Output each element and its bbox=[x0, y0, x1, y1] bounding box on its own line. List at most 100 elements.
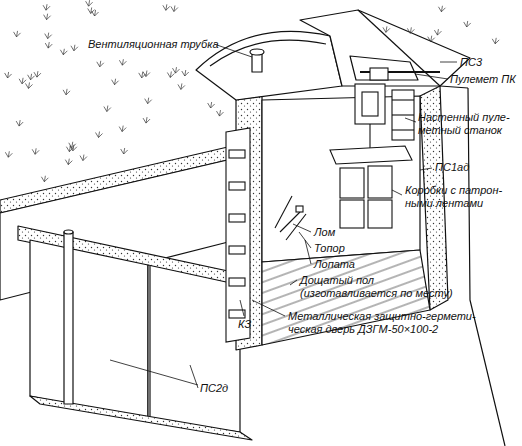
trench bbox=[149, 266, 150, 420]
machine-gun bbox=[368, 166, 392, 198]
grass-tufts bbox=[88, 7, 95, 13]
leader-line bbox=[440, 62, 457, 63]
leader-line bbox=[214, 44, 252, 57]
leader-line bbox=[290, 280, 297, 285]
bunker-body bbox=[350, 56, 418, 80]
trench bbox=[440, 86, 468, 88]
bunker-body bbox=[196, 10, 470, 350]
grass-tufts bbox=[5, 151, 12, 157]
grass-tufts bbox=[86, 0, 93, 6]
grass-tufts bbox=[143, 117, 150, 123]
grass-tufts bbox=[60, 49, 67, 55]
grass-tufts bbox=[492, 38, 499, 44]
grass-tufts bbox=[96, 132, 103, 138]
grass-tufts bbox=[464, 21, 471, 27]
leader-line bbox=[420, 168, 432, 170]
grass-tufts bbox=[5, 72, 12, 78]
grass-tufts bbox=[167, 71, 174, 77]
grass-tufts bbox=[171, 6, 178, 12]
grass-tufts bbox=[172, 67, 179, 73]
grass-tufts bbox=[16, 120, 23, 126]
machine-gun bbox=[392, 99, 414, 100]
part-label: Коробки с патрон- ными лентами bbox=[405, 184, 515, 210]
machine-gun bbox=[355, 84, 385, 124]
trench bbox=[64, 230, 73, 234]
part-label: ПС1ад bbox=[435, 161, 469, 174]
grass-tufts bbox=[19, 78, 26, 84]
leader-line bbox=[405, 118, 416, 122]
trench bbox=[30, 396, 252, 440]
machine-gun bbox=[275, 68, 440, 240]
leader-line bbox=[305, 240, 311, 264]
grass-tufts bbox=[32, 148, 39, 154]
grass-tufts bbox=[45, 33, 52, 39]
part-label: Металлическая защитно-гермети- ческая дв… bbox=[288, 310, 476, 336]
leader-line bbox=[240, 300, 244, 316]
part-label: Топор bbox=[314, 242, 345, 255]
grass-tufts bbox=[92, 10, 99, 16]
grass-tufts bbox=[119, 126, 126, 132]
grass-tufts bbox=[383, 26, 390, 32]
grass-tufts bbox=[182, 70, 189, 76]
part-label: Дощатый пол (изготавливается по месту) bbox=[300, 274, 470, 300]
machine-gun bbox=[392, 114, 414, 115]
grass-tufts bbox=[434, 29, 441, 35]
grass-tufts bbox=[28, 74, 35, 80]
part-label: ПС2д bbox=[200, 382, 228, 395]
machine-gun bbox=[369, 124, 370, 150]
machine-gun bbox=[370, 68, 388, 80]
grass-tufts bbox=[63, 89, 70, 95]
grass-tufts bbox=[41, 176, 48, 182]
grass-tufts bbox=[145, 98, 152, 104]
part-label: Пулемет ПК bbox=[450, 73, 516, 86]
machine-gun bbox=[362, 92, 378, 116]
trench bbox=[30, 240, 148, 420]
leader-line bbox=[392, 190, 402, 195]
grass-tufts bbox=[119, 59, 126, 65]
part-label: Лом bbox=[314, 226, 335, 239]
grass-tufts bbox=[80, 155, 87, 161]
trench bbox=[64, 232, 73, 404]
grass-tufts bbox=[121, 148, 128, 154]
grass-tufts bbox=[178, 83, 185, 89]
grass-tufts bbox=[163, 4, 170, 10]
door bbox=[229, 182, 245, 190]
leader-line bbox=[252, 300, 285, 316]
grass-tufts bbox=[25, 82, 32, 88]
part-label: Вентиляционная трубка bbox=[88, 38, 219, 51]
grass-tufts bbox=[104, 106, 111, 112]
machine-gun bbox=[286, 214, 306, 240]
grass-tufts bbox=[216, 110, 223, 116]
grass-tufts bbox=[143, 71, 150, 77]
grass-tufts bbox=[428, 36, 435, 42]
leader-line bbox=[110, 360, 198, 385]
door bbox=[229, 150, 245, 158]
leader-line bbox=[190, 365, 198, 388]
grass-tufts bbox=[66, 146, 73, 152]
part-label: КЗ bbox=[238, 318, 251, 331]
bunker-body bbox=[300, 10, 470, 86]
part-label: Лопата bbox=[314, 258, 355, 271]
grass-tufts bbox=[65, 159, 72, 165]
grass-tufts bbox=[69, 142, 76, 148]
bunker-body bbox=[210, 40, 326, 66]
door bbox=[229, 214, 245, 222]
trench bbox=[468, 88, 505, 446]
leader-line bbox=[293, 224, 311, 232]
grass-tufts bbox=[5, 0, 500, 182]
grass-tufts bbox=[34, 71, 41, 77]
machine-gun bbox=[392, 90, 414, 140]
door bbox=[229, 278, 245, 286]
grass-tufts bbox=[44, 14, 51, 20]
grass-tufts bbox=[438, 6, 445, 12]
grass-tufts bbox=[45, 42, 52, 48]
machine-gun bbox=[296, 206, 303, 212]
trench bbox=[0, 86, 505, 446]
machine-gun bbox=[340, 168, 364, 198]
grass-tufts bbox=[14, 31, 21, 37]
grass-tufts bbox=[112, 79, 119, 85]
part-label: Настенный пуле- метный станок bbox=[418, 111, 518, 137]
leader-line bbox=[110, 44, 457, 388]
